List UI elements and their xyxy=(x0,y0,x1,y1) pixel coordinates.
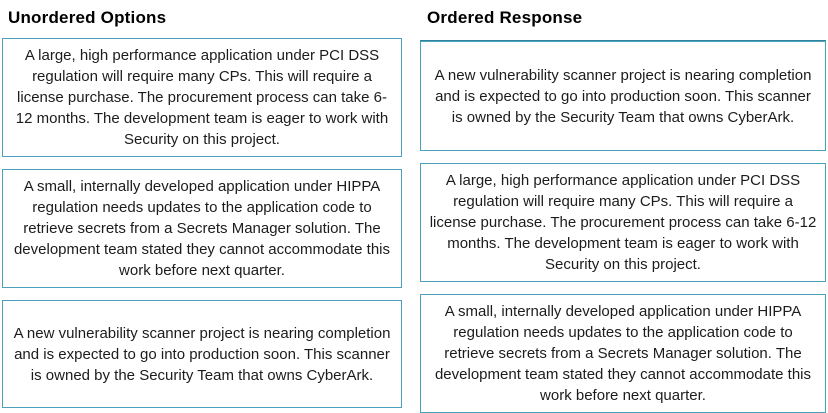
unordered-options-title: Unordered Options xyxy=(8,8,167,27)
unordered-option-2[interactable]: A small, internally developed applicatio… xyxy=(2,169,402,288)
ordered-response-title: Ordered Response xyxy=(427,8,583,27)
unordered-option-1[interactable]: A large, high performance application un… xyxy=(2,38,402,157)
ordered-response-column: Ordered Response A new vulnerability sca… xyxy=(420,0,826,413)
ordered-response-1[interactable]: A new vulnerability scanner project is n… xyxy=(420,41,826,151)
unordered-option-3[interactable]: A new vulnerability scanner project is n… xyxy=(2,300,402,408)
unordered-options-column: Unordered Options A large, high performa… xyxy=(2,0,402,413)
ordered-response-2[interactable]: A large, high performance application un… xyxy=(420,163,826,282)
ordered-response-3[interactable]: A small, internally developed applicatio… xyxy=(420,294,826,413)
